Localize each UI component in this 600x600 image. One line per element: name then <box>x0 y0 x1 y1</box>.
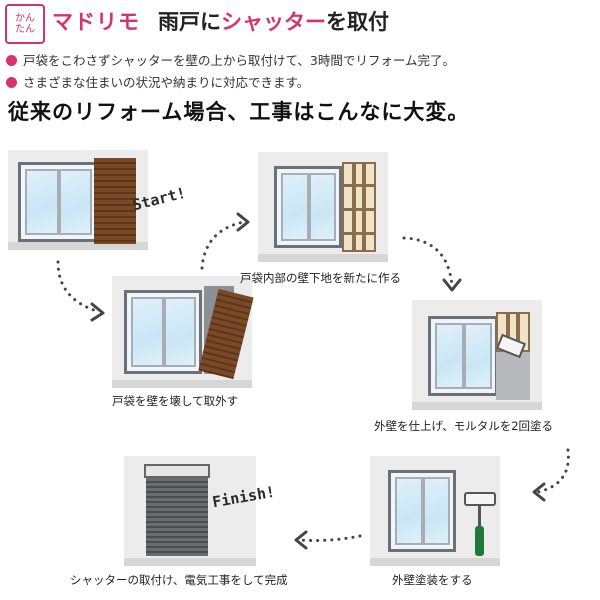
window-icon <box>18 162 98 242</box>
shutter-box-icon <box>144 464 210 478</box>
bullet-text: 戸袋をこわさずシャッターを壁の上から取付けて、3時間でリフォーム完了。 <box>23 53 455 68</box>
window-icon <box>124 290 202 374</box>
badge-line1: かん <box>15 13 35 24</box>
ground <box>124 558 256 566</box>
step2-illustration <box>112 276 254 388</box>
ground <box>8 242 148 250</box>
step4-illustration <box>412 300 542 410</box>
paint-roller-icon <box>462 490 496 562</box>
page-title: 雨戸にシャッターを取付 <box>158 6 389 36</box>
ground <box>258 254 388 262</box>
section-heading: 従来のリフォーム場合、工事はこんなに大変。 <box>8 100 470 124</box>
title-post: を取付 <box>326 10 389 34</box>
step3-caption: 戸袋内部の壁下地を新たに作る <box>240 271 401 285</box>
dotted-arrow-icon <box>532 448 570 502</box>
step3-illustration <box>258 152 388 262</box>
ground <box>412 402 542 410</box>
ground <box>370 558 500 566</box>
window-icon <box>388 470 456 552</box>
bullet-item: さまざまな住まいの状況や納まりに対応できます。 <box>6 72 596 91</box>
badge-line2: たん <box>15 24 35 35</box>
bullet-item: 戸袋をこわさずシャッターを壁の上から取付けて、3時間でリフォーム完了。 <box>6 50 596 69</box>
step1-illustration <box>8 150 148 250</box>
wall-framing-icon <box>342 162 376 252</box>
step6-caption: シャッターの取付け、電気工事をして完成 <box>70 573 288 587</box>
dotted-arrow-icon <box>200 212 250 270</box>
ground <box>112 380 252 388</box>
brand-name: マドリモ <box>52 10 140 34</box>
title-accent: シャッター <box>221 10 326 34</box>
window-icon <box>428 316 498 396</box>
storm-door-box-icon <box>94 158 136 244</box>
kantan-badge: かん たん <box>5 4 45 44</box>
window-icon <box>274 166 342 248</box>
step5-caption: 外壁塗装をする <box>392 573 473 587</box>
bullet-dot-icon <box>6 55 17 66</box>
step4-caption: 外壁を仕上げ、モルタルを2回塗る <box>374 419 554 433</box>
step2-caption: 戸袋を壁を壊して取外す <box>112 394 239 408</box>
dotted-arrow-icon <box>294 530 362 550</box>
mortar-wall <box>496 352 530 400</box>
bullet-dot-icon <box>6 77 17 88</box>
title-pre: 雨戸に <box>158 10 221 34</box>
dotted-arrow-icon <box>402 236 462 292</box>
bullet-text: さまざまな住まいの状況や納まりに対応できます。 <box>23 75 310 90</box>
rolling-shutter-icon <box>146 478 208 556</box>
step5-illustration <box>370 456 500 566</box>
step6-illustration <box>124 456 256 566</box>
dotted-arrow-icon <box>56 260 105 322</box>
